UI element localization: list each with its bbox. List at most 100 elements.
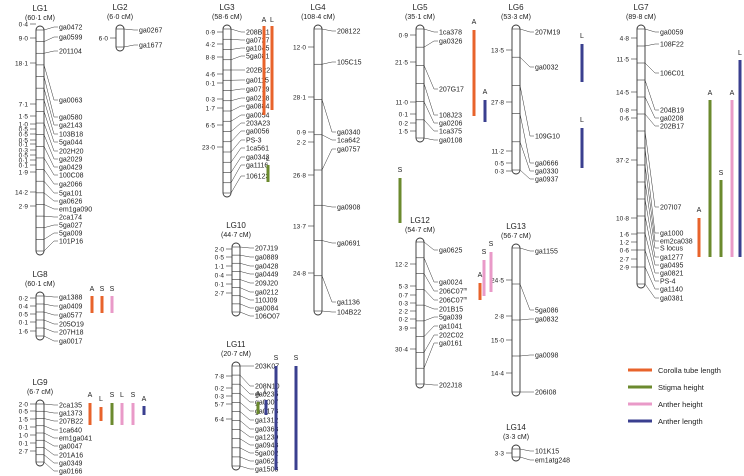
marker-label: 2ca135 [59,403,82,410]
marker-label: ga0343 [246,155,269,162]
marker-label: 202B17 [660,124,684,131]
marker-label: 201104 [59,49,82,56]
distance-label: 0·3 [215,394,225,401]
marker-leader [230,139,245,153]
marker-label: 105C15 [337,60,362,67]
marker-leader [43,64,58,101]
group-name: LG2 [112,3,128,12]
group-length: (89·8 cM) [626,14,656,21]
legend-label: Anther length [658,417,703,426]
marker-leader [239,465,254,470]
linkage-group-lg7: LG7(89·8 cM)4·811·514·50·80·637·210·81·6… [616,3,693,303]
marker-label: 5ga081 [246,54,269,61]
distance-label: 0·6 [620,116,630,123]
marker-label: em2ca038 [660,239,693,246]
marker-leader [519,247,534,252]
marker-label: PS-3 [246,138,262,145]
distance-label: 10·8 [616,216,629,223]
marker-leader [230,147,245,163]
marker-label: 208N10 [255,384,280,391]
marker-leader [43,327,58,333]
qtl-label: S [100,286,105,293]
distance-label: 0·5 [19,409,29,416]
linkage-group-lg10: LG10(44·7 cM)2·00·51·10·40·12·7207J19ga0… [215,221,280,321]
distance-label: 2·7 [215,291,225,298]
marker-label: ga0495 [660,263,683,270]
marker-label: ga2143 [59,123,82,130]
qtl-label: L [580,117,584,124]
marker-leader [644,43,659,47]
marker-label: 202J18 [439,383,462,390]
qtl-label: S [489,241,494,248]
group-name: LG14 [506,423,526,432]
marker-label: ga0017 [59,339,82,346]
marker-leader [239,246,254,249]
distance-label: 0·1 [19,320,29,327]
chromosome-bar [35,25,45,256]
marker-label: 206I08 [535,390,557,397]
marker-label: ga0381 [660,296,683,303]
marker-label: ga0218 [246,96,269,103]
marker-label: ga0409 [59,304,82,311]
marker-label: 1ca642 [337,138,360,145]
linkage-group-lg12: LG12(54·7 cM)12·25·30·70·32·20·23·930·4g… [395,216,468,390]
marker-leader [644,198,659,258]
marker-leader [43,319,58,325]
marker-label: ga2066 [59,182,82,189]
marker-label: ga0428 [255,264,278,271]
chromosome-bar [231,361,241,471]
marker-label: ga1041 [439,324,462,331]
marker-leader [43,454,58,464]
marker-label: ga0363 [255,427,278,434]
marker-label: 104B22 [337,310,361,317]
group-length: (6·0 cM) [107,14,133,21]
marker-leader [423,241,438,251]
marker-leader [423,334,438,353]
distance-label: 4·6 [206,72,216,79]
marker-label: 101K15 [535,449,559,456]
distance-label: 1·1 [215,264,225,271]
group-length: (54·7 cM) [405,227,435,234]
chromosome-bar [636,24,646,289]
linkage-group-lg8: LG8(60·1 cM)0·20·40·50·11·6ga1388ga0409g… [19,270,84,346]
qtl-label: S [110,392,115,399]
distance-label: 4·2 [206,42,216,49]
marker-label: 1ca378 [439,30,462,37]
distance-label: 24·8 [293,271,306,278]
marker-label: ga0056 [246,129,269,136]
marker-label: 5ga002 [255,451,278,458]
marker-label: ga0580 [59,115,82,122]
linkage-group-lg11: LG11(20·7 cM)7·80·20·35·76·4203K07208N10… [215,340,280,474]
marker-leader [423,257,438,283]
distance-label: 12·2 [395,262,408,269]
marker-label: ga0047 [59,444,82,451]
marker-label: 203K07 [255,364,279,371]
marker-leader [239,447,254,454]
marker-leader [644,130,659,208]
marker-label: ga1277 [660,255,683,262]
distance-label: 37·2 [616,158,629,165]
qtl-label: A [88,392,93,399]
marker-leader [321,205,336,208]
marker-leader [43,204,58,210]
marker-leader [230,88,245,91]
distance-label: 2·0 [215,247,225,254]
marker-label: em1ga090 [59,207,92,214]
marker-leader [321,134,336,141]
distance-label: 6·0 [99,36,109,43]
distance-label: 2·0 [19,402,29,409]
distance-label: 0·1 [206,81,216,88]
marker-label: ga0340 [337,130,360,137]
marker-leader [43,50,58,54]
distance-label: 14·5 [616,90,629,97]
qtl-label: L [580,33,584,40]
marker-label: 5ga044 [59,140,82,147]
qtl-label: A [483,89,488,96]
marker-leader [239,374,254,387]
distance-label: 3·9 [399,326,409,333]
group-length: (35·1 cM) [405,14,435,21]
qtl-label: L [266,156,270,163]
marker-leader [644,266,659,290]
distance-label: 0·3 [19,148,29,155]
